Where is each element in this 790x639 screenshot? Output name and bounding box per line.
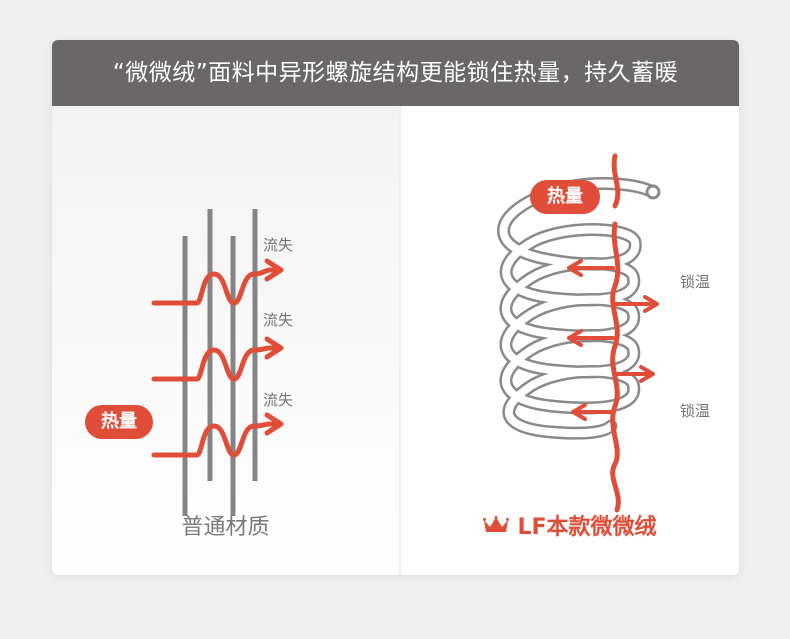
heat-loss-label: 流失 <box>263 311 294 329</box>
lf-fleece-panel: 热量 锁温 锁温 LF本款微微绒 <box>401 106 739 575</box>
lf-fleece-caption-text: LF本款微微绒 <box>517 515 657 540</box>
heat-flow-arrowhead <box>264 412 284 436</box>
heat-flow-arrowhead <box>264 336 284 360</box>
heat-trail <box>611 153 621 209</box>
ordinary-material-panel: 流失 流失 流失 热量 普通材质 <box>52 106 399 575</box>
page-title: “微微绒”面料中异形螺旋结构更能锁住热量，持久蓄暖 <box>52 40 739 106</box>
ordinary-material-caption: 普通材质 <box>181 515 270 540</box>
heat-badge: 热量 <box>530 180 600 214</box>
ordinary-fiber-diagram <box>151 209 284 516</box>
lf-fleece-caption: LF本款微微绒 <box>401 509 739 541</box>
heat-flow-path <box>151 267 283 306</box>
lock-arrowhead <box>639 365 655 383</box>
heat-flow-path <box>151 421 283 458</box>
heat-lock-label: 锁温 <box>680 273 711 291</box>
crown-icon <box>483 516 510 532</box>
comparison-card: “微微绒”面料中异形螺旋结构更能锁住热量，持久蓄暖 流失 流失 流失 热量 普通… <box>52 40 739 575</box>
heat-lock-label: 锁温 <box>680 402 711 420</box>
heat-loss-label: 流失 <box>263 236 294 254</box>
heat-flow-arrowhead <box>264 258 284 282</box>
lock-arrowhead <box>567 329 583 347</box>
spiral-fiber-diagram <box>497 153 661 513</box>
lock-arrowhead <box>571 403 587 421</box>
heat-loss-label: 流失 <box>263 391 294 409</box>
lock-arrowhead <box>643 295 659 313</box>
coil-end <box>645 184 661 200</box>
heat-flow-path <box>151 345 283 382</box>
lock-arrowhead <box>567 259 583 277</box>
panel-divider <box>399 106 401 575</box>
spiral-coil-inner <box>499 179 657 438</box>
heat-badge: 热量 <box>85 405 153 439</box>
